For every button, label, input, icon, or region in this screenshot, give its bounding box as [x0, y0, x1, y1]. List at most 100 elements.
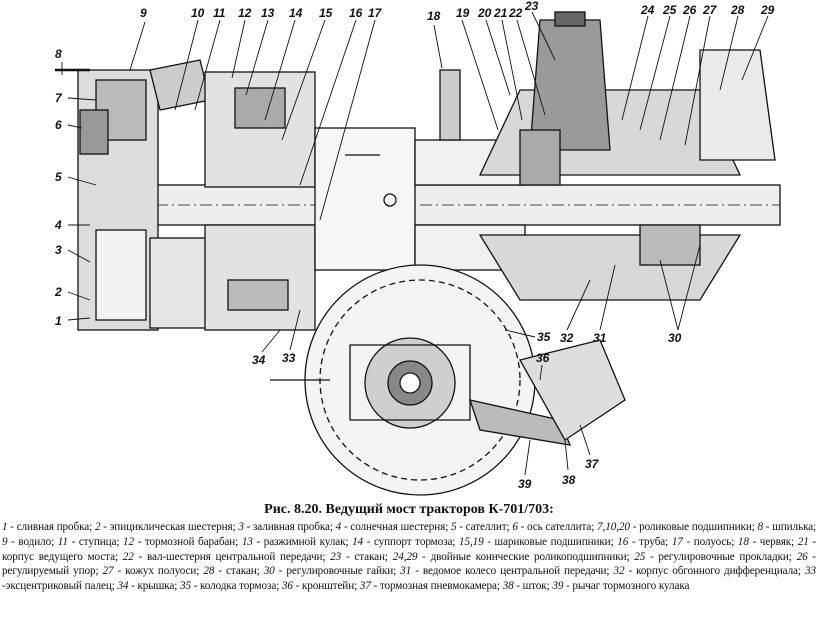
legend-item: 33 -эксцентриковый палец; — [2, 565, 816, 592]
callout-29: 29 — [760, 3, 775, 17]
legend-item-number: 3 — [238, 521, 244, 533]
legend-item-text: - заливная пробка; — [243, 521, 336, 533]
legend-item: 24,29 - двойные конические роликоподшипн… — [393, 551, 635, 563]
legend-item-text: - водило; — [7, 535, 58, 548]
legend-item-text: - стакан; — [214, 565, 264, 578]
callout-10: 10 — [191, 6, 205, 20]
legend-item: 18 - червяк; — [738, 536, 798, 548]
legend-item-text: - стакан; — [341, 550, 393, 563]
legend-item: 16 - труба; — [617, 536, 672, 548]
half-shaft — [89, 184, 781, 226]
legend-item-number: 35 — [179, 580, 191, 593]
callout-24: 24 — [640, 3, 655, 17]
legend-item-number: 31 — [400, 565, 412, 578]
legend-item: 4 - солнечная шестерня; — [336, 521, 451, 533]
legend-item-text: - сливная пробка; — [7, 521, 95, 533]
legend-item-number: 25 — [634, 550, 646, 563]
legend-item-number: 4 — [335, 521, 342, 533]
legend-item-text: - тормозная пневмокамера; — [370, 580, 503, 593]
legend-item-number: 37 — [359, 580, 371, 593]
legend-item: 35 - колодка тормоза; — [180, 580, 282, 592]
legend-item: 11 - ступица; — [58, 536, 123, 548]
callout-20: 20 — [477, 6, 492, 20]
legend-item-text: - суппорт тормоза; — [363, 535, 459, 548]
legend-item: 26 - регулируемый упор; — [2, 551, 816, 578]
callout-17: 17 — [368, 6, 383, 20]
legend-item-text: - роликовые подшипники; — [629, 521, 758, 533]
callout-16: 16 — [349, 6, 363, 20]
callout-35: 35 — [537, 330, 551, 344]
legend-item-text: - труба; — [628, 535, 672, 548]
legend-item-text: - кожух полуоси; — [113, 565, 204, 578]
legend-item-number: 16 — [617, 535, 629, 548]
callout-13: 13 — [261, 6, 275, 20]
legend-item-text: - вал-шестерня центральной передачи; — [133, 550, 331, 563]
legend-item-number: 38 — [502, 580, 514, 593]
callout-9: 9 — [140, 6, 147, 20]
axle-cross-section-drawing: 1 2 3 4 5 6 7 8 9 10 11 12 13 14 15 16 1… — [54, 0, 781, 496]
legend-item: 39 - рычаг тормозного кулака — [552, 580, 689, 592]
legend-item-number: 32 — [613, 565, 625, 578]
legend-item: 5 - сателлит; — [451, 521, 512, 533]
legend-item-number: 33 — [804, 565, 816, 578]
callout-25: 25 — [662, 3, 677, 17]
legend-item-text: - шток; — [513, 580, 553, 593]
legend-item: 34 - крышка; — [117, 580, 180, 592]
legend-item: 38 - шток; — [503, 580, 553, 592]
callout-31: 31 — [593, 331, 607, 345]
callout-labels: 1 2 3 4 5 6 7 8 9 10 11 12 13 14 15 16 1… — [54, 0, 775, 491]
callout-30: 30 — [668, 331, 682, 345]
legend-item-number: 17 — [671, 535, 683, 548]
brake-assembly — [270, 264, 626, 496]
callout-18: 18 — [427, 9, 441, 23]
legend-item: 9 - водило; — [2, 536, 58, 548]
callout-37: 37 — [585, 457, 600, 471]
legend-item: 15,19 - шариковые подшипники; — [459, 536, 617, 548]
legend-item-number: 6 — [512, 521, 518, 533]
legend-item: 23 - стакан; — [330, 551, 393, 563]
legend-item-number: 14 — [352, 535, 364, 548]
legend-item-number: 5 — [450, 521, 457, 533]
legend-item: 21 - корпус ведущего моста; — [2, 536, 816, 563]
brake-drum — [204, 71, 316, 331]
callout-15: 15 — [319, 6, 333, 20]
callout-2: 2 — [54, 285, 62, 299]
legend-item-text: - ступица; — [67, 535, 123, 548]
legend-item: 6 - ось сателлита; — [512, 521, 597, 533]
legend-item-number: 36 — [281, 580, 293, 593]
legend-item: 28 - стакан; — [203, 565, 263, 577]
legend-item-text: - солнечная шестерня; — [341, 521, 451, 533]
legend-item: 8 - шпилька; — [758, 521, 817, 533]
callout-22: 22 — [508, 6, 523, 20]
legend-item-number: 39 — [552, 580, 564, 593]
legend-item-number: 15,19 — [458, 535, 484, 548]
legend-item-text: - регулировочные гайки; — [274, 565, 401, 578]
legend-item-number: 12 — [122, 535, 134, 548]
legend-item-text: - рычаг тормозного кулака — [563, 580, 690, 593]
legend-item-number: 2 — [94, 521, 101, 533]
callout-36: 36 — [536, 351, 550, 365]
legend-item-number: 30 — [263, 565, 275, 578]
callout-4: 4 — [54, 218, 62, 232]
legend-item-number: 24,29 — [392, 550, 418, 563]
legend-item-number: 26 — [796, 550, 808, 563]
callout-38: 38 — [562, 473, 576, 487]
legend-item: 1 - сливная пробка; — [2, 521, 95, 533]
callout-32: 32 — [560, 331, 574, 345]
legend-item-text: - шпилька; — [763, 521, 816, 533]
planetary-hub — [55, 59, 211, 331]
legend-item-number: 34 — [117, 580, 129, 593]
callout-5: 5 — [55, 170, 62, 184]
legend-item-number: 22 — [122, 550, 134, 563]
legend-item: 36 - кронштейн; — [282, 580, 360, 592]
legend-item-text: - корпус ведущего моста; — [2, 535, 816, 563]
legend-item-number: 27 — [102, 565, 114, 578]
legend-item-text: - эпициклическая шестерня; — [100, 521, 239, 533]
callout-26: 26 — [682, 3, 697, 17]
legend-item-text: - полуось; — [682, 535, 738, 548]
legend-item-text: - сателлит; — [456, 521, 513, 533]
callout-19: 19 — [456, 6, 470, 20]
callout-33: 33 — [282, 351, 296, 365]
legend-item-number: 21 — [797, 535, 809, 548]
legend-item-text: -эксцентриковый палец; — [2, 580, 118, 593]
